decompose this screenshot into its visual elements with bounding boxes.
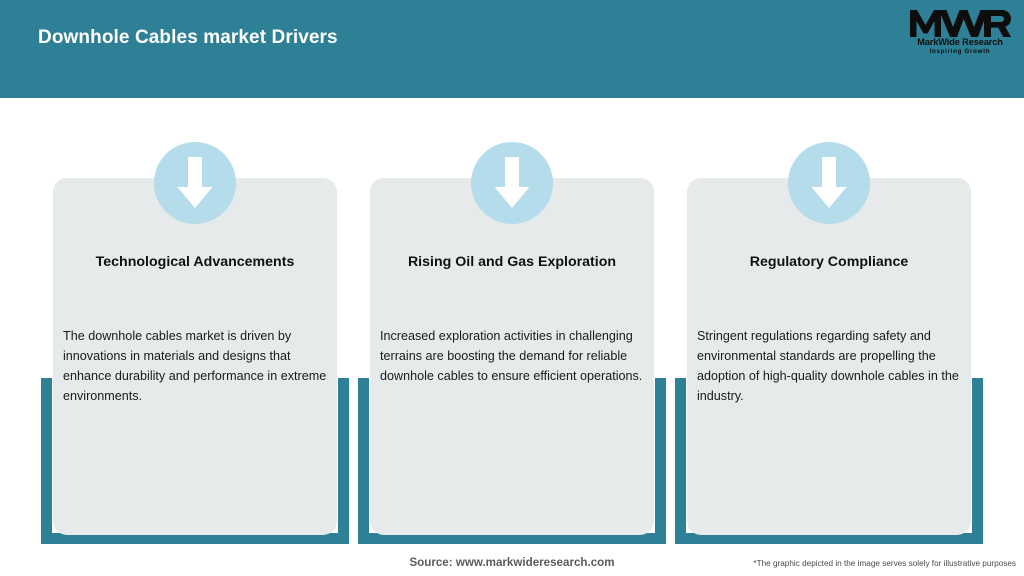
card-accent-frame xyxy=(358,378,666,544)
card-accent-frame xyxy=(41,378,349,544)
driver-card-3: Regulatory Compliance Stringent regulati… xyxy=(670,98,988,544)
card-surface: Rising Oil and Gas Exploration Increased… xyxy=(370,178,654,535)
arrow-down-icon xyxy=(788,142,870,224)
card-body-text: Increased exploration activities in chal… xyxy=(380,329,643,383)
disclaimer-label: *The graphic depicted in the image serve… xyxy=(753,559,1016,568)
card-accent-frame xyxy=(675,378,983,544)
arrow-down-icon xyxy=(471,142,553,224)
logo-tagline: Inspiring Growth xyxy=(929,48,991,55)
arrow-down-icon xyxy=(154,142,236,224)
card-title: Regulatory Compliance xyxy=(749,254,909,270)
card-surface: Regulatory Compliance Stringent regulati… xyxy=(687,178,971,535)
card-body-text: The downhole cables market is driven by … xyxy=(63,329,327,403)
card-surface: Technological Advancements The downhole … xyxy=(53,178,337,535)
mwr-logo-icon xyxy=(908,8,1012,38)
card-title: Rising Oil and Gas Exploration xyxy=(407,254,617,270)
drivers-card-grid: Technological Advancements The downhole … xyxy=(0,98,1024,576)
page-title: Downhole Cables market Drivers xyxy=(38,27,338,48)
driver-card-2: Rising Oil and Gas Exploration Increased… xyxy=(353,98,671,544)
brand-logo: MarkWide Research Inspiring Growth xyxy=(908,8,1012,60)
driver-card-1: Technological Advancements The downhole … xyxy=(36,98,354,544)
card-body-text: Stringent regulations regarding safety a… xyxy=(697,329,959,403)
page-header: Downhole Cables market Drivers MarkWide … xyxy=(0,0,1024,98)
card-title: Technological Advancements xyxy=(95,254,295,270)
source-label: Source: www.markwideresearch.com xyxy=(409,556,615,569)
logo-company-name: MarkWide Research xyxy=(917,37,1003,47)
